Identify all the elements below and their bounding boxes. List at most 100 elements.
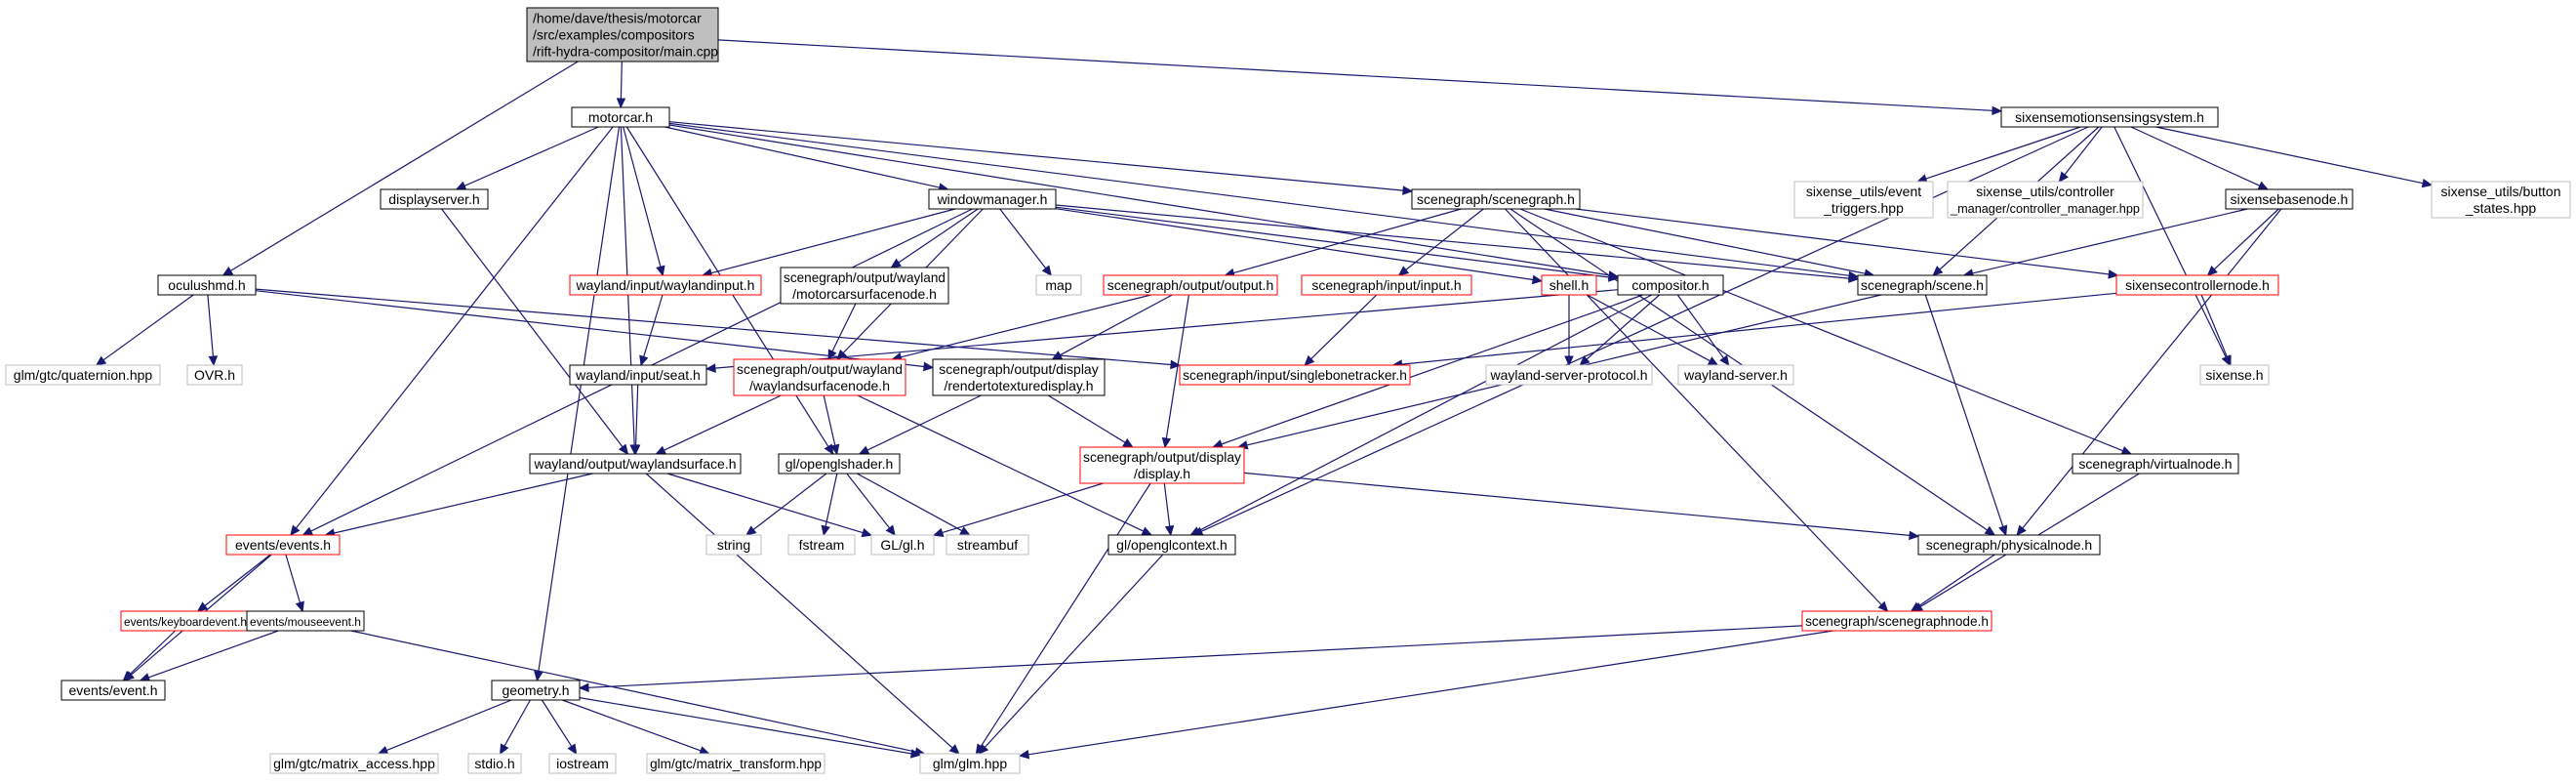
edge-events-to-mouseevent xyxy=(285,554,304,613)
edge-arrowhead xyxy=(302,526,314,536)
node-events[interactable]: events/events.h xyxy=(225,534,341,556)
node-scenegraphnode[interactable]: scenegraph/scenegraphnode.h xyxy=(1801,610,1992,632)
edge-geometry-to-glm xyxy=(579,697,922,759)
edge-waylandsurfacenode-to-waylandsurface xyxy=(655,394,782,455)
node-mouseevent[interactable]: events/mouseevent.h xyxy=(246,610,365,632)
node-sixensesys[interactable]: sixensemotionsensingsystem.h xyxy=(2000,106,2219,128)
edge-output-to-display xyxy=(1161,294,1189,449)
node-input[interactable]: scenegraph/input/input.h xyxy=(1301,274,1472,296)
edge-arrowhead xyxy=(618,443,629,455)
node-quaternion: glm/gtc/quaternion.hpp xyxy=(5,364,161,386)
node-openglshader[interactable]: gl/openglshader.h xyxy=(778,453,901,475)
edge-windowmanager-to-shell xyxy=(1055,208,1544,285)
node-label: sixense.h xyxy=(2205,367,2263,383)
edge-sixensesys-to-sx_event xyxy=(1916,126,2081,184)
node-waylandsurfacenode[interactable]: scenegraph/output/wayland/waylandsurface… xyxy=(733,358,906,396)
edge-arrowhead xyxy=(1608,272,1620,282)
node-label: _manager/controller_manager.hpp xyxy=(1950,202,2140,216)
edge-line xyxy=(1917,554,1995,607)
edge-line xyxy=(1060,294,1173,356)
node-singlebone[interactable]: scenegraph/input/singlebonetracker.h xyxy=(1179,364,1411,386)
edge-arrowhead xyxy=(1141,526,1153,536)
node-box xyxy=(705,534,762,556)
edge-arrowhead xyxy=(1992,105,2003,116)
edge-arrowhead xyxy=(1170,359,1182,370)
node-output[interactable]: scenegraph/output/output.h xyxy=(1103,274,1278,296)
edge-arrowhead xyxy=(221,266,234,276)
node-label: scenegraph/physicalnode.h xyxy=(1926,537,2092,553)
edge-displayserver-to-waylandsurface xyxy=(441,208,629,455)
node-sixense: sixense.h xyxy=(2199,364,2270,386)
node-displayserver[interactable]: displayserver.h xyxy=(380,188,489,210)
edge-arrowhead xyxy=(861,528,873,538)
edge-line xyxy=(898,208,979,264)
node-motorcar[interactable]: motorcar.h xyxy=(571,106,670,128)
node-label: /motorcarsurfacenode.h xyxy=(792,286,937,302)
edge-motorcar-to-scene xyxy=(668,122,1860,280)
node-label: glm/gtc/matrix_access.hpp xyxy=(273,756,435,771)
edge-arrowhead xyxy=(1018,749,1030,760)
edge-line xyxy=(1401,292,2117,365)
edge-line xyxy=(2064,126,2103,176)
edge-arrowhead xyxy=(1998,524,2008,537)
node-physicalnode[interactable]: scenegraph/physicalnode.h xyxy=(1917,534,2101,556)
node-waylandsurface[interactable]: wayland/output/waylandsurface.h xyxy=(529,453,742,475)
node-shell[interactable]: shell.h xyxy=(1541,274,1597,296)
node-sixensebase[interactable]: sixensebasenode.h xyxy=(2225,188,2354,210)
edge-arrowhead xyxy=(295,600,304,613)
node-box xyxy=(1179,364,1411,386)
node-virtualnode[interactable]: scenegraph/virtualnode.h xyxy=(2072,453,2239,475)
node-keyboardevent[interactable]: events/keyboardevent.h xyxy=(120,610,251,632)
edge-arrowhead xyxy=(830,443,840,456)
node-compositor[interactable]: compositor.h xyxy=(1617,274,1724,296)
node-box xyxy=(1107,534,1236,556)
node-geometry[interactable]: geometry.h xyxy=(491,680,581,701)
node-box xyxy=(928,188,1057,210)
edge-line xyxy=(668,124,1610,276)
node-label: scenegraph/output/output.h xyxy=(1107,277,1273,293)
edge-arrowhead xyxy=(1304,354,1315,366)
node-box xyxy=(780,267,949,305)
edge-waylandsurfacenode-to-openglshader xyxy=(823,394,840,456)
node-waylandinput[interactable]: wayland/input/waylandinput.h xyxy=(569,274,762,296)
node-iostream: iostream xyxy=(548,753,617,774)
node-label: stdio.h xyxy=(474,756,514,771)
edge-sixensebase-to-physicalnode xyxy=(2016,208,2282,536)
node-scenegraph[interactable]: scenegraph/scenegraph.h xyxy=(1411,188,1581,210)
edge-arrowhead xyxy=(2016,524,2027,536)
node-event[interactable]: events/event.h xyxy=(60,680,166,701)
edge-line xyxy=(1544,208,1866,274)
edge-main-to-motorcar xyxy=(616,61,626,109)
edge-compositor-to-wlserverproto xyxy=(1579,294,1661,366)
edge-arrowhead xyxy=(745,525,757,536)
edge-arrowhead xyxy=(616,98,626,109)
edge-line xyxy=(463,126,599,186)
node-main[interactable]: /home/dave/thesis/motorcar/src/examples/… xyxy=(526,7,719,62)
edge-scene-to-physicalnode xyxy=(1924,294,2008,537)
node-windowmanager[interactable]: windowmanager.h xyxy=(928,188,1057,210)
edge-line xyxy=(668,122,1850,276)
edge-line xyxy=(857,473,963,532)
node-box xyxy=(1301,274,1472,296)
node-scene[interactable]: scenegraph/scene.h xyxy=(1857,274,1988,296)
node-rendertotexture[interactable]: scenegraph/output/display/rendertotextur… xyxy=(932,358,1106,396)
edge-line xyxy=(664,126,941,188)
edge-line xyxy=(752,473,827,530)
node-seat[interactable]: wayland/input/seat.h xyxy=(569,364,707,386)
node-fstream: fstream xyxy=(787,534,856,556)
node-sixensecontroller[interactable]: sixensecontrollernode.h xyxy=(2115,274,2279,296)
node-label: oculushmd.h xyxy=(168,277,245,293)
edge-arrowhead xyxy=(827,349,837,361)
edge-windowmanager-to-waylandinput xyxy=(701,208,956,278)
node-oculushmd[interactable]: oculushmd.h xyxy=(157,274,257,296)
edge-line xyxy=(541,699,573,747)
node-matrix_transform: glm/gtc/matrix_transform.hpp xyxy=(646,753,825,774)
node-motorcarsurface[interactable]: scenegraph/output/wayland/motorcarsurfac… xyxy=(780,267,949,305)
node-display[interactable]: scenegraph/output/display/display.h xyxy=(1079,446,1245,484)
node-openglcontext[interactable]: gl/openglcontext.h xyxy=(1107,534,1236,556)
edge-physicalnode-to-scenegraphnode xyxy=(1910,554,1995,612)
edge-sixensebase-to-sixensecontroller xyxy=(2206,208,2279,276)
node-label: scenegraph/scenegraphnode.h xyxy=(1805,614,1989,629)
edge-line xyxy=(668,121,1404,191)
edge-geometry-to-matrix_transform xyxy=(562,699,710,756)
